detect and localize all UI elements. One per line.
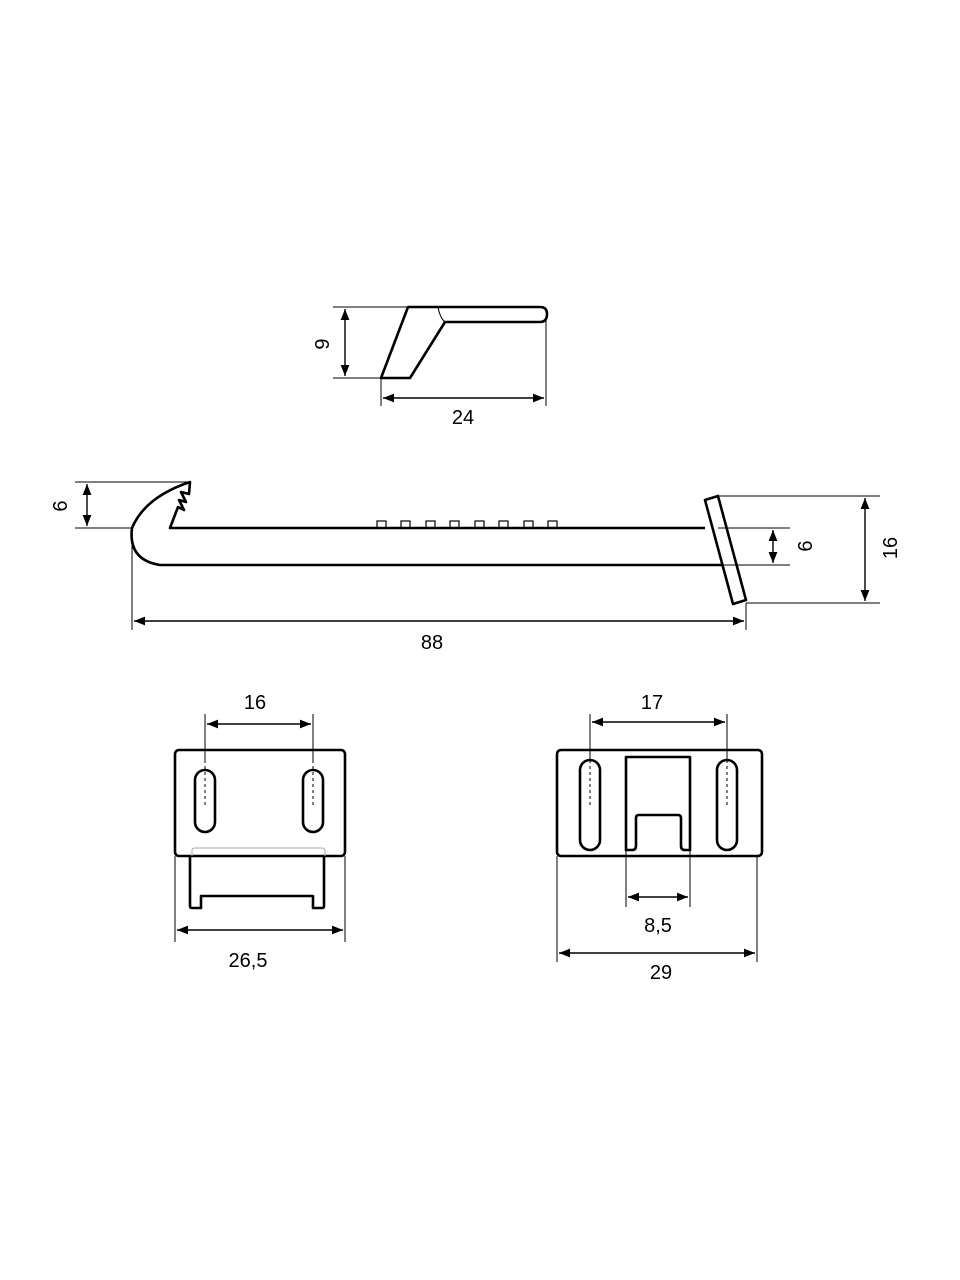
dim-right-width: 29 (650, 962, 672, 984)
dim-body-thickness: 6 (795, 540, 817, 551)
left-front-view: 16 26,5 (173, 692, 347, 972)
dim-right-slot-spacing: 17 (641, 692, 663, 714)
dim-hook-height: 6 (50, 500, 72, 511)
dim-right-cutout-width: 8,5 (644, 915, 672, 937)
dim-top-length: 24 (452, 407, 474, 429)
dim-plate-height: 16 (880, 537, 902, 559)
dim-left-slot-spacing: 16 (244, 692, 266, 714)
dim-overall-length: 88 (421, 632, 443, 654)
dim-left-width: 26,5 (229, 950, 268, 972)
right-front-view: 17 8,5 29 (555, 692, 764, 984)
hook-side-view: 6 6 16 88 (50, 480, 902, 654)
dim-top-height: 9 (312, 338, 334, 349)
ribs (376, 520, 558, 529)
top-profile-view: 9 24 (312, 305, 549, 429)
